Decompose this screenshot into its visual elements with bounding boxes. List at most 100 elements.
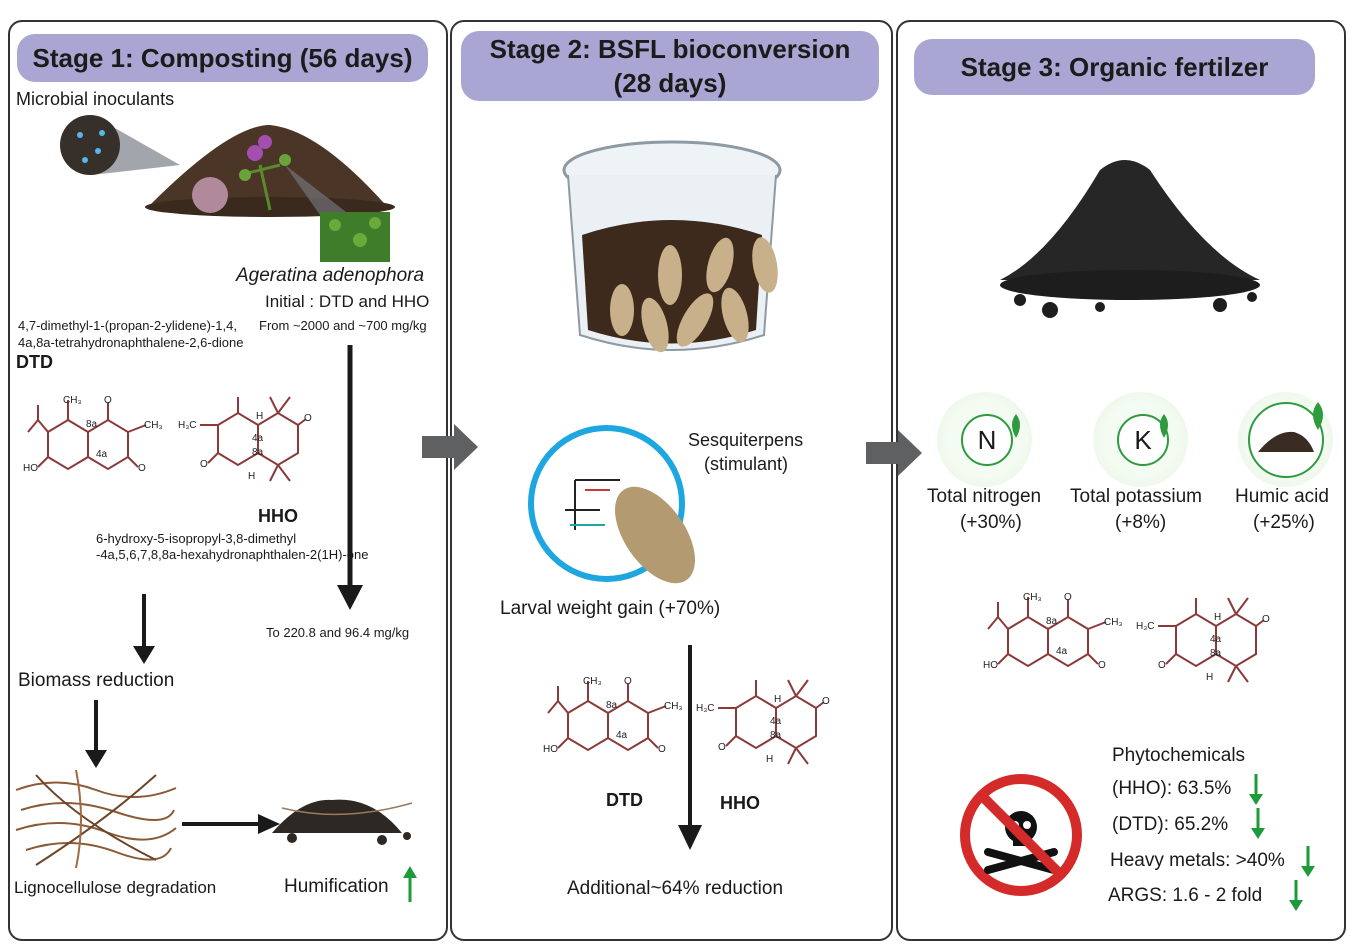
from-concentration: From ~2000 and ~700 mg/kg [259,318,427,333]
microbial-inoculants-label: Microbial inoculants [16,89,175,109]
ho-label: HO [983,660,998,671]
h3c-label: H₃C [1136,621,1155,632]
stage2-title-line1: Stage 2: BSFL bioconversion [489,34,851,64]
leaf-icon [1313,402,1323,430]
right-arrow-humification [182,814,280,834]
down-arrow-biomass [133,594,155,664]
o-label: O [658,744,666,755]
up-arrow-icon [403,866,417,902]
o-label: O [1262,614,1270,625]
hho-molecule-stage3: H₃C O O H H 4a 8a [1136,597,1270,683]
o-label: O [718,742,726,753]
dtd-reduction: (DTD): 65.2% [1112,814,1229,835]
4a-label: 4a [96,449,108,460]
sesquiterpens-label: Sesquiterpens [688,430,804,450]
dtd-molecule-stage2: CH₃ CH₃ O O HO 8a 4a [543,676,683,755]
lignocellulose-fibers [15,769,177,869]
heavy-metals-reduction: Heavy metals: >40% [1110,850,1285,871]
o-label: O [1064,592,1072,603]
o-label: O [624,676,632,687]
ho-label: HO [543,744,558,755]
flow-arrow-2 [866,430,922,476]
dtd-label-stage2: DTD [606,790,643,810]
flow-arrow-1 [422,424,478,470]
potassium-pct: (+8%) [1115,512,1167,533]
h-label: H [766,754,773,765]
no-toxin-icon [960,774,1082,896]
down-arrow-icon [1249,774,1263,805]
h3c-label: H₃C [696,703,715,714]
8a-label: 8a [252,447,264,458]
ho-label: HO [23,463,38,474]
humic-label: Humic acid [1235,486,1329,507]
ch3-label: CH₃ [664,701,683,712]
4a-label: 4a [616,730,628,741]
o-label: O [104,395,112,406]
humic-icon [1248,402,1324,478]
initial-label: Initial : DTD and HHO [265,292,430,311]
species-label: Ageratina adenophora [236,265,425,286]
hho-iupac-line2: -4a,5,6,7,8,8a-hexahydronaphthalen-2(1H)… [96,547,369,562]
down-arrow-ligno [85,700,107,768]
dtd-molecule-stage3: CH₃ CH₃ O O HO 8a 4a [983,592,1123,671]
hho-molecule-stage2: H₃C O O H H 4a 8a [696,679,830,765]
o-label: O [1098,660,1106,671]
dtd-iupac-line2: 4a,8a-tetrahydronaphthalene-2,6-dione [18,335,244,350]
nitrogen-letter: N [977,424,997,455]
reduction-arrow-stage2 [678,645,702,850]
4a-label: 4a [1056,646,1068,657]
8a-label: 8a [1210,648,1222,659]
hho-label: HHO [258,506,298,526]
larvae-container [562,140,782,353]
stage1-title: Stage 1: Composting (56 days) [17,34,428,82]
humification-label: Humification [284,876,389,897]
larval-weight-label: Larval weight gain (+70%) [500,598,721,619]
ch3-label: CH₃ [144,420,163,431]
8a-label: 8a [606,700,618,711]
h3c-label: H₃C [178,420,197,431]
humus-pile [272,799,413,845]
o-label: O [200,459,208,470]
humus-mini-icon [1258,431,1314,452]
down-arrow-icon [1301,846,1315,877]
ch3-label: CH₃ [1104,617,1123,628]
o-label: O [138,463,146,474]
4a-label: 4a [252,433,264,444]
4a-label: 4a [1210,634,1222,645]
potassium-label: Total potassium [1070,486,1203,507]
8a-label: 8a [1046,616,1058,627]
hho-reduction: (HHO): 63.5% [1112,778,1232,799]
h-label: H [1214,612,1221,623]
dtd-molecule-stage1: CH₃ CH₃ O O HO 8a 4a [23,395,163,474]
to-concentration: To 220.8 and 96.4 mg/kg [266,625,410,640]
stimulant-label: (stimulant) [704,454,789,474]
8a-label: 8a [770,730,782,741]
ch3-label: CH₃ [1023,592,1042,603]
ch3-label: CH₃ [63,395,82,406]
down-arrow-icon [1289,880,1303,911]
nitrogen-pct: (+30%) [960,512,1022,533]
fertilizer-pile [1000,160,1260,318]
humic-pct: (+25%) [1253,512,1315,533]
hho-molecule-stage1: H₃C O O H H 4a 8a [178,396,312,482]
dtd-label: DTD [16,352,53,372]
ch3-label: CH₃ [583,676,602,687]
h-label: H [1206,672,1213,683]
additional-reduction-label: Additional~64% reduction [567,878,784,899]
reduction-arrow-stage1 [337,345,363,610]
args-reduction: ARGS: 1.6 - 2 fold [1108,885,1263,906]
8a-label: 8a [86,419,98,430]
biomass-reduction-label: Biomass reduction [18,670,175,691]
nitrogen-icon: N [961,414,1013,466]
o-label: O [304,413,312,424]
4a-label: 4a [770,716,782,727]
potassium-letter: K [1134,424,1152,455]
hho-iupac-line1: 6-hydroxy-5-isopropyl-3,8-dimethyl [96,531,297,546]
nitrogen-label: Total nitrogen [927,486,1042,507]
phytochemicals-label: Phytochemicals [1112,745,1246,766]
stage2-title: Stage 2: BSFL bioconversion (28 days) [461,31,879,101]
compost-heap-illustration [60,115,395,262]
dtd-iupac-line1: 4,7-dimethyl-1-(propan-2-ylidene)-1,4, [18,318,237,333]
leaf-icon [1012,414,1020,438]
h-label: H [774,694,781,705]
